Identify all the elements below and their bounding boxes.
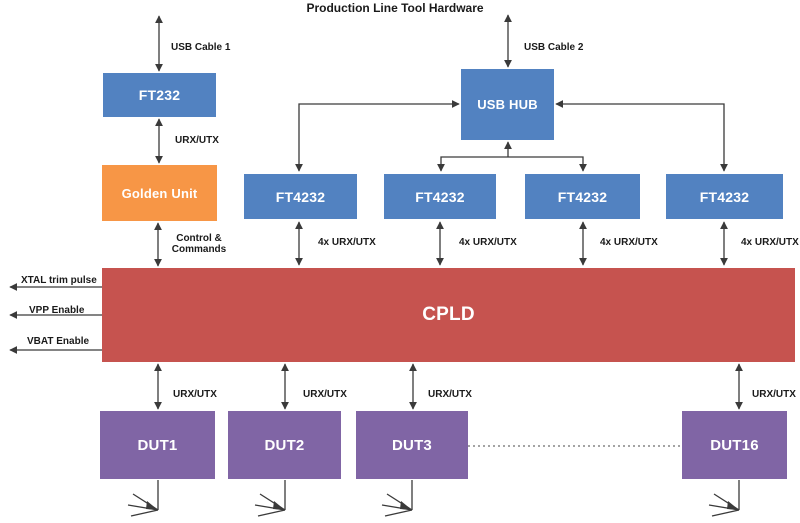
urx-utx-label-dut3: URX/UTX (428, 389, 472, 400)
ft232-block: FT232 (103, 73, 216, 117)
vpp-enable-label: VPP Enable (29, 305, 85, 316)
control-commands-line1: Control & (176, 233, 222, 244)
ground-symbol (127, 480, 159, 517)
four-x-urx-utx-label-2: 4x URX/UTX (459, 237, 517, 248)
dut3-block: DUT3 (356, 411, 468, 479)
ft4232-block-4: FT4232 (666, 174, 783, 219)
control-commands-line2: Commands (171, 244, 227, 255)
urx-utx-label-dut1: URX/UTX (173, 389, 217, 400)
usb-cable2-label: USB Cable 2 (524, 42, 584, 53)
cpld-block: CPLD (102, 268, 795, 362)
hub-ft4232-1-wire (295, 100, 460, 172)
dut16-block: DUT16 (682, 411, 787, 479)
dut2-block: DUT2 (228, 411, 341, 479)
urx-utx-label-dut16: URX/UTX (752, 389, 796, 400)
ground-symbol (381, 480, 413, 517)
four-x-urx-utx-label-1: 4x URX/UTX (318, 237, 376, 248)
four-x-urx-utx-label-3: 4x URX/UTX (600, 237, 658, 248)
urx-utx-label-ft232: URX/UTX (175, 135, 219, 146)
control-commands-label: Control & Commands (158, 233, 240, 255)
hub-ft4232-23-wire (437, 156, 587, 172)
hub-ft4232-4-wire (555, 100, 728, 172)
ft4232-block-1: FT4232 (244, 174, 357, 219)
diagram-title: Production Line Tool Hardware (306, 1, 484, 15)
ground-symbol (708, 480, 740, 517)
golden-unit-block: Golden Unit (102, 165, 217, 221)
vbat-enable-label: VBAT Enable (27, 336, 90, 347)
dut1-block: DUT1 (100, 411, 215, 479)
urx-utx-label-dut2: URX/UTX (303, 389, 347, 400)
ground-symbol (254, 480, 286, 517)
ft4232-block-2: FT4232 (384, 174, 496, 219)
ft4232-block-3: FT4232 (525, 174, 640, 219)
usb-hub-block: USB HUB (461, 69, 554, 140)
usb-cable1-label: USB Cable 1 (171, 42, 231, 53)
four-x-urx-utx-label-4: 4x URX/UTX (741, 237, 799, 248)
xtal-trim-pulse-label: XTAL trim pulse (21, 275, 97, 286)
